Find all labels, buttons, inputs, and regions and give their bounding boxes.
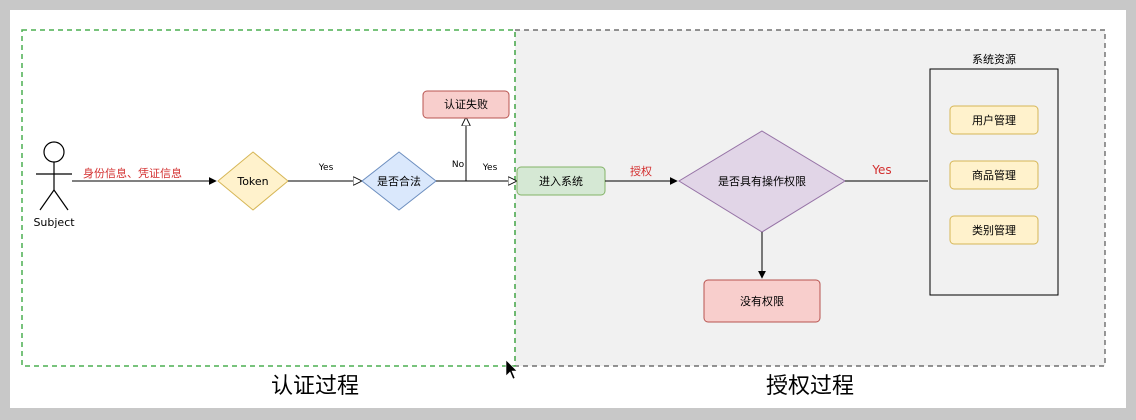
yes-label-3: Yes xyxy=(871,163,891,177)
authentication-title: 认证过程 xyxy=(271,374,359,399)
token-node xyxy=(217,151,289,211)
auth-fail-node xyxy=(422,90,510,119)
resources-container xyxy=(929,68,1059,296)
no-label: No xyxy=(452,160,465,170)
authentication-region xyxy=(21,29,516,367)
mouse-cursor-icon xyxy=(505,359,518,380)
resource-item-product: 商品管理 xyxy=(972,168,1016,182)
token-label: Token xyxy=(236,175,268,188)
auth-fail-label: 认证失败 xyxy=(444,97,488,111)
resource-item-category: 类别管理 xyxy=(972,223,1016,237)
resource-item-box xyxy=(949,215,1039,245)
subject-label: Subject xyxy=(33,216,75,229)
authorization-title: 授权过程 xyxy=(766,374,854,399)
enter-system-label: 进入系统 xyxy=(539,175,583,188)
resource-item-box xyxy=(949,105,1039,135)
flow-diagram: Subject 身份信息、凭证信息 Token Yes 是否合法 No 认证失败… xyxy=(21,29,1106,399)
legal-check-label: 是否合法 xyxy=(377,174,421,188)
subject-actor-icon xyxy=(36,141,72,211)
permission-check-label: 是否具有操作权限 xyxy=(718,174,806,188)
no-permission-node xyxy=(703,279,821,323)
yes-label-1: Yes xyxy=(318,163,334,173)
diagram-canvas: Subject 身份信息、凭证信息 Token Yes 是否合法 No 认证失败… xyxy=(10,10,1126,408)
yes-label-2: Yes xyxy=(482,163,498,173)
credentials-label: 身份信息、凭证信息 xyxy=(83,166,182,180)
legal-to-fail-arrow xyxy=(436,118,466,182)
resources-title: 系统资源 xyxy=(972,52,1016,66)
authorize-label: 授权 xyxy=(630,164,652,178)
legal-check-node xyxy=(361,151,437,211)
resource-item-user: 用户管理 xyxy=(972,113,1016,127)
resource-item-box xyxy=(949,160,1039,190)
no-permission-label: 没有权限 xyxy=(740,294,784,308)
